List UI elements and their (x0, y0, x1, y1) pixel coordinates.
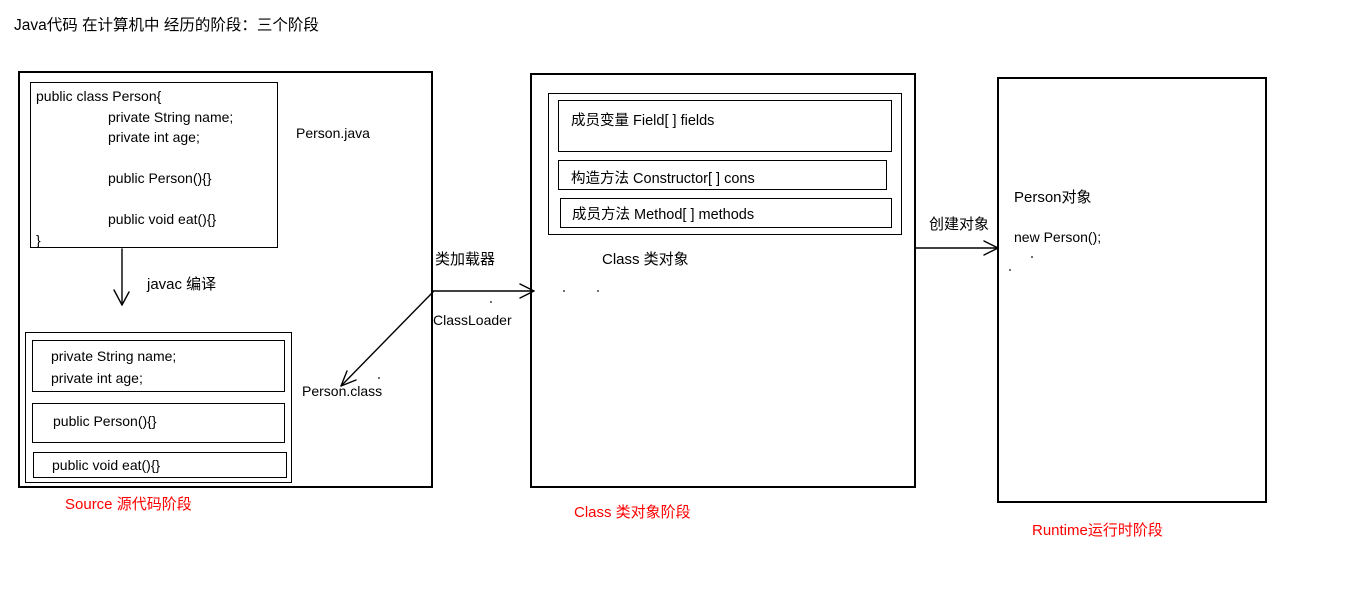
field-declaration: private int age; (51, 369, 143, 386)
class-fields-box: 成员变量 Field[ ] fields (558, 100, 892, 152)
code-line: public void eat(){} (108, 211, 217, 227)
class-file-method-box: public void eat(){} (33, 452, 287, 478)
source-stage-label: Source 源代码阶段 (65, 496, 192, 513)
stray-dot (563, 290, 565, 292)
runtime-stage-box (997, 77, 1267, 503)
stray-dot (1031, 256, 1033, 258)
classloader-arrow (432, 283, 535, 299)
page-title: Java代码 在计算机中 经历的阶段：三个阶段 (14, 17, 319, 34)
class-constructors-box: 构造方法 Constructor[ ] cons (558, 160, 887, 190)
code-line (36, 189, 277, 210)
code-line: private String name; (108, 108, 234, 125)
code-line: } (36, 231, 41, 248)
code-line: private int age; (108, 129, 200, 145)
person-class-file-label: Person.class (302, 383, 383, 399)
new-person-code: new Person(); (1014, 229, 1102, 245)
field-declaration: private String name; (51, 348, 177, 364)
code-line: public class Person{ (36, 88, 162, 104)
person-object-label: Person对象 (1014, 189, 1092, 206)
code-line: public Person(){} (108, 170, 212, 186)
javac-compile-label: javac 编译 (147, 276, 217, 293)
create-object-label: 创建对象 (929, 216, 990, 233)
stray-dot (378, 377, 380, 379)
class-file-constructor-box: public Person(){} (32, 403, 285, 443)
create-object-arrow (915, 240, 999, 256)
stray-dot (1009, 269, 1011, 271)
classloader-label-en: ClassLoader (433, 312, 512, 328)
stray-dot (597, 290, 599, 292)
class-methods-box: 成员方法 Method[ ] methods (560, 198, 892, 228)
classloader-label-cn: 类加载器 (435, 251, 496, 268)
stray-dot (490, 301, 492, 303)
person-java-file-label: Person.java (296, 125, 370, 141)
class-object-label: Class 类对象 (602, 251, 689, 268)
runtime-stage-label: Runtime运行时阶段 (1032, 522, 1163, 539)
class-stage-label: Class 类对象阶段 (574, 504, 691, 521)
person-java-code-box: public class Person{ private String name… (30, 82, 278, 248)
code-line (36, 148, 277, 169)
class-file-fields-box: private String name; private int age; (32, 340, 285, 392)
